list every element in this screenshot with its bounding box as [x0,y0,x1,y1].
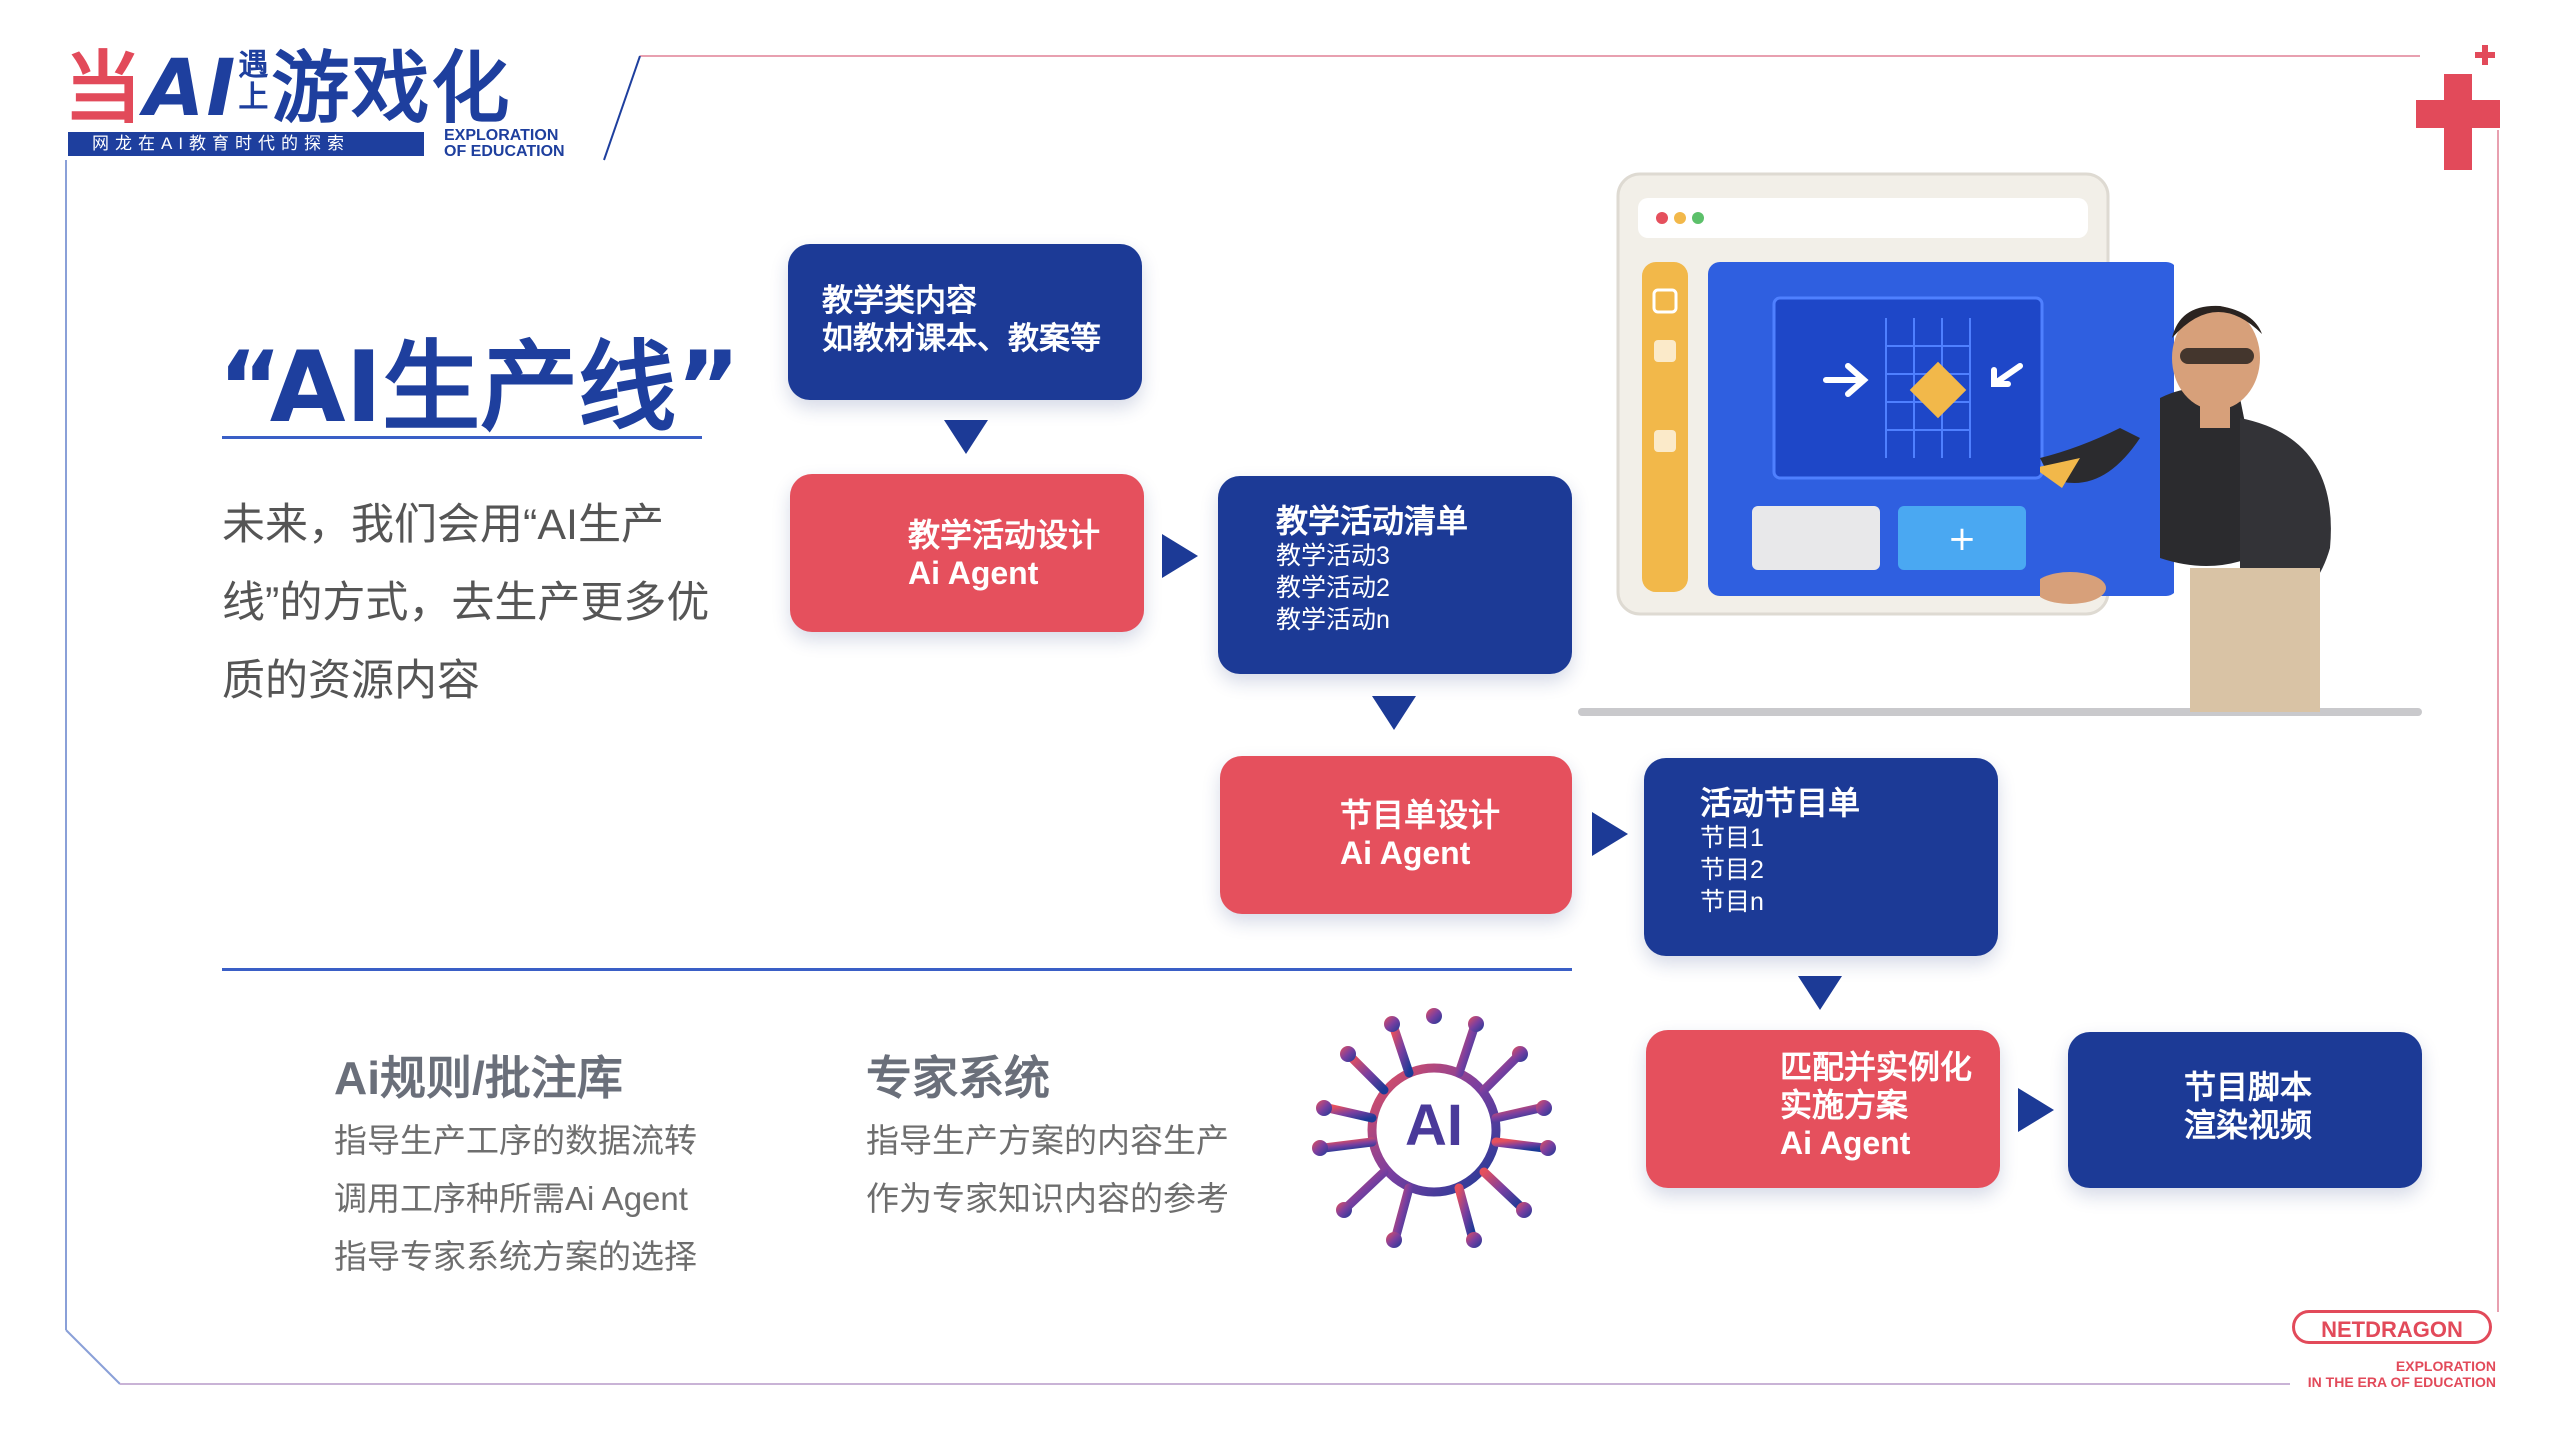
flow-box-teaching-content: 教学类内容 如教材课本、教案等 [788,244,1142,400]
box3-title: 教学活动清单 [1276,503,1469,539]
box2-line2: Ai Agent [908,555,1039,591]
box7-line2: 渲染视频 [2184,1107,2313,1143]
section-title-rules: Ai规则/批注库 [334,1052,623,1104]
logo-stack-top: 遇 [238,48,271,83]
flow-box-activity-list: 教学活动清单 教学活动3 教学活动2 教学活动n [1218,476,1572,674]
arrow-down-3 [1798,976,1842,1010]
page-title: “AI生产线” [218,331,741,445]
logo-en-line2: OF EDUCATION [444,143,565,160]
box2-line1: 教学活动设计 [908,517,1101,553]
logo-title: 当AI遇上游戏化 [64,44,511,134]
logo-english: EXPLORATION OF EDUCATION [444,128,565,160]
app-window-illustration: + [1616,172,2174,616]
box7-line1: 节目脚本 [2184,1069,2313,1105]
box1-line2: 如教材课本、教案等 [822,321,1101,356]
section-rules-line: 指导生产工序的数据流转 [334,1122,697,1159]
box4-line2: Ai Agent [1340,835,1471,871]
logo-title-ai: AI [144,44,238,134]
logo-title-part2: 游戏化 [271,44,512,134]
corner-plus-icon [2416,45,2500,170]
brand-subtitle: EXPLORATION IN THE ERA OF EDUCATION [2290,1358,2496,1390]
box3-item: 教学活动2 [1276,574,1390,602]
box6-line3: Ai Agent [1780,1125,1911,1161]
flow-box-script-render: 节目脚本 渲染视频 [2068,1032,2422,1188]
logo-en-line1: EXPLORATION [444,127,559,144]
logo-stack-bottom: 上 [238,80,271,115]
logo-band: 网龙在AI教育时代的探索 [68,132,424,156]
arrow-right-2 [1592,812,1628,856]
page-description: 未来，我们会用“AI生产线”的方式，去生产更多优质的资源内容 [222,501,710,705]
flow-box-program-list: 活动节目单 节目1 节目2 节目n [1644,758,1998,956]
section-expert-line: 指导生产方案的内容生产 [866,1122,1229,1159]
box5-item: 节目2 [1700,856,1764,884]
box4-line1: 节目单设计 [1340,797,1501,833]
brand-sub-line1: EXPLORATION [2395,1358,2496,1374]
box3-item: 教学活动n [1276,606,1390,634]
box3-item: 教学活动3 [1276,542,1390,570]
box6-line1: 匹配并实例化 [1780,1049,1973,1085]
brand-sub-line2: IN THE ERA OF EDUCATION [2307,1374,2496,1390]
flow-box-activity-design-agent: 教学活动设计 Ai Agent [790,474,1144,632]
section-rules-line: 指导专家系统方案的选择 [334,1238,697,1275]
ai-chip-label: AI [1405,1093,1463,1158]
arrow-down-2 [1372,696,1416,730]
box5-title: 活动节目单 [1700,785,1861,821]
flow-box-match-instantiate-agent: 匹配并实例化 实施方案 Ai Agent [1646,1030,2000,1188]
brand-badge: NETDRAGON [2292,1310,2492,1344]
section-divider [222,968,1572,971]
box1-line1: 教学类内容 [822,283,977,318]
illustration-floor [1578,708,2422,716]
section-expert-line: 作为专家知识内容的参考 [866,1180,1229,1217]
title-underline [222,436,702,439]
presenter-illustration [2040,305,2331,712]
arrow-right-1 [1162,534,1198,578]
logo-title-part1: 当 [64,44,145,134]
box5-item: 节目1 [1700,824,1764,852]
logo-title-stack: 遇上 [237,50,271,114]
arrow-right-3 [2018,1088,2054,1132]
section-title-expert: 专家系统 [866,1052,1050,1104]
section-rules-line: 调用工序种所需Ai Agent [334,1180,688,1217]
arrow-down-1 [944,420,988,454]
flow-box-program-design-agent: 节目单设计 Ai Agent [1220,756,1572,914]
box5-item: 节目n [1700,888,1764,916]
add-plus-glyph: + [1948,519,1977,559]
box6-line2: 实施方案 [1780,1087,1909,1123]
ai-chip-icon [1312,1008,1556,1267]
